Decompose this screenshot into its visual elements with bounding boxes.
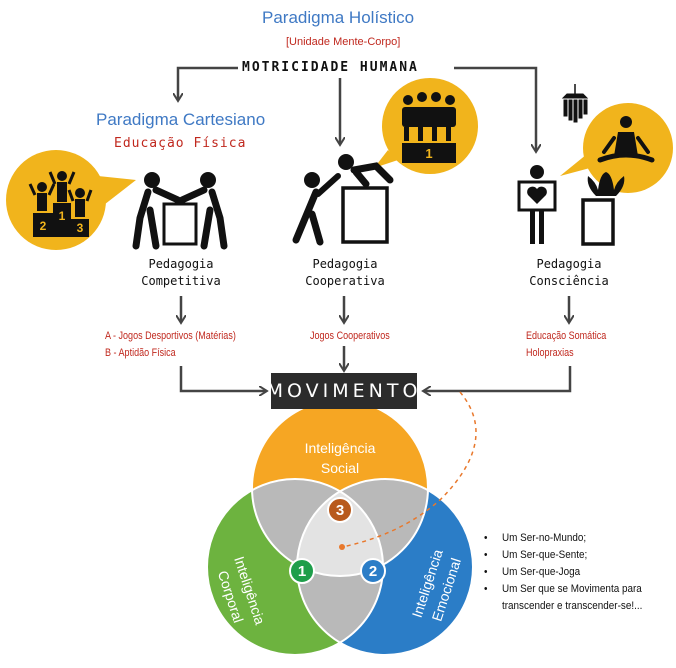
cartesian-paradigm-title: Paradigma Cartesiano (96, 110, 266, 129)
meditation-icon (597, 116, 655, 163)
practice-fitness: B - Aptidão Física (105, 347, 176, 359)
holistic-paradigm-title: Paradigma Holístico (262, 8, 415, 27)
pedagogy-competitive: Pedagogia Competitiva (126, 256, 236, 290)
being-list: •Um Ser-no-Mundo; •Um Ser-que-Sente; •Um… (484, 530, 660, 615)
team-icon (402, 92, 456, 163)
podium-icon (28, 171, 93, 237)
practice-somatic-education: Educação Somática (526, 330, 607, 342)
pedagogy-conscious-line2: Consciência (529, 274, 609, 288)
mind-body-subtitle: [Unidade Mente-Corpo] (286, 36, 401, 48)
bullet-dot: • (484, 583, 488, 595)
badge-social-number: 3 (336, 502, 344, 519)
pedagogy-cooperative: Pedagogia Cooperativa (290, 256, 400, 290)
cooperative-practices: Jogos Cooperativos (310, 328, 390, 345)
list-item-continuation: transcender e transcender-se!... (502, 600, 643, 612)
bullet-dot: • (484, 549, 488, 561)
badge-emocional-number: 2 (369, 563, 377, 580)
bullet-dot: • (484, 566, 488, 578)
list-item: •Um Ser que se Movimenta para (484, 581, 642, 598)
podium-number-1: 1 (59, 209, 66, 223)
movimento-arrows (179, 346, 572, 391)
movimento-box: MOVIMENTO (267, 373, 417, 409)
pedagogy-conscious: Pedagogia Consciência (514, 256, 624, 290)
lotus-pot-icon (581, 172, 625, 246)
list-item: •Um Ser-que-Sente; (484, 547, 642, 564)
conscious-practices: Educação Somática Holopraxias (526, 328, 606, 362)
badge-corporal-number: 1 (298, 563, 306, 580)
list-item: •Um Ser-no-Mundo; (484, 530, 642, 547)
podium-numbers: 2 1 3 (40, 209, 84, 235)
competitive-practices: A - Jogos Desportivos (Matérias) B - Apt… (105, 328, 236, 362)
practice-cooperative-games: Jogos Cooperativos (310, 330, 390, 342)
cooperation-figures-icon (292, 154, 394, 246)
motricidade-arrows (178, 66, 536, 151)
pedagogy-cooperative-line1: Pedagogia (312, 257, 378, 271)
badge-social (327, 497, 353, 523)
practice-holopraxias: Holopraxias (526, 347, 574, 359)
badge-corporal (289, 558, 315, 584)
pedagogy-conscious-line1: Pedagogia (536, 257, 602, 271)
list-item: •Um Ser-que-Joga (484, 564, 642, 581)
pedagogy-arrows (181, 296, 569, 322)
physical-education-label: Educação Física (114, 136, 247, 151)
practice-sports-games: A - Jogos Desportivos (Matérias) (105, 330, 236, 342)
motricidade-humana-label: MOTRICIDADE HUMANA (238, 60, 423, 75)
heart-sign-person-icon (517, 165, 557, 244)
team-podium-number: 1 (425, 146, 432, 161)
badge-emocional (360, 558, 386, 584)
pedagogy-competitive-line1: Pedagogia (148, 257, 214, 271)
wind-chime-icon (561, 84, 589, 123)
social-label-1: Inteligência (304, 440, 376, 456)
social-label: Inteligência Social (290, 438, 390, 478)
pedagogy-competitive-line2: Competitiva (141, 274, 221, 288)
social-label-2: Social (320, 460, 360, 476)
bullet-dot: • (484, 532, 488, 544)
pedagogy-cooperative-line2: Cooperativa (305, 274, 385, 288)
podium-number-2: 2 (40, 219, 47, 233)
dashed-connector (339, 391, 477, 550)
podium-number-3: 3 (77, 221, 84, 235)
competition-figures-icon (132, 172, 228, 250)
